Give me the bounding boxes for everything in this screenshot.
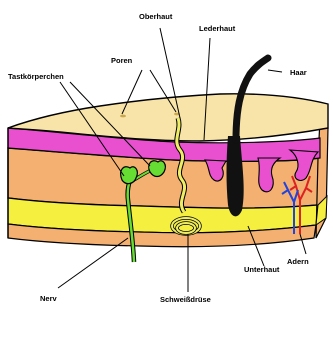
label-unterhaut: Unterhaut	[244, 265, 280, 274]
label-tastkoerperchen: Tastkörperchen	[8, 72, 64, 81]
label-nerv: Nerv	[40, 294, 58, 303]
label-schweissdruese: Schweißdrüse	[160, 295, 211, 304]
label-oberhaut: Oberhaut	[139, 12, 173, 21]
touch-corpuscle-right	[149, 161, 166, 177]
label-haar: Haar	[290, 68, 307, 77]
label-adern: Adern	[287, 257, 309, 266]
label-lederhaut: Lederhaut	[199, 24, 236, 33]
pore-left	[120, 115, 126, 118]
label-poren: Poren	[111, 56, 133, 65]
